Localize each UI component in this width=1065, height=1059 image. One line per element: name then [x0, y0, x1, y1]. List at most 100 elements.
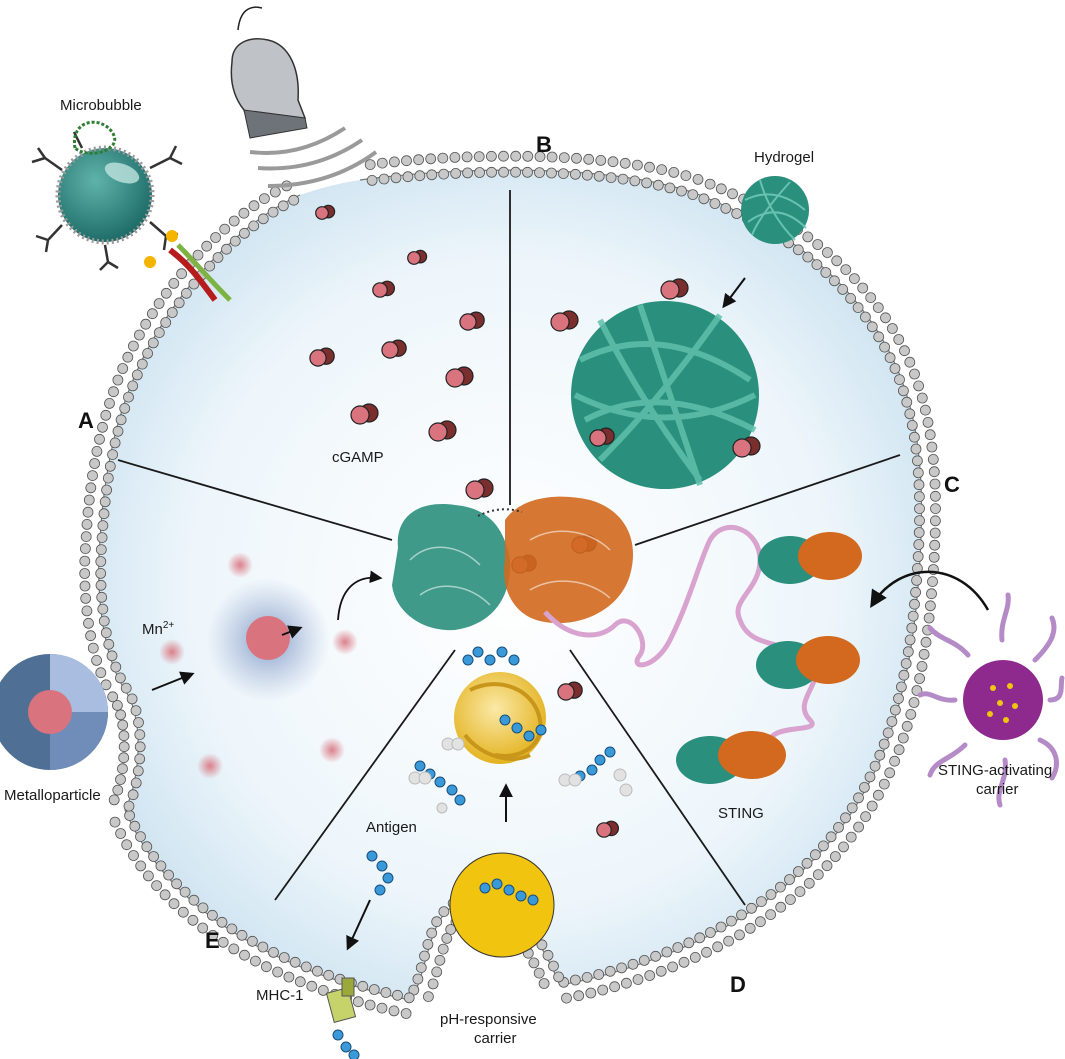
lipid-head-inner [95, 579, 107, 591]
lipid-head-inner [886, 716, 898, 727]
lipid-head-inner [546, 167, 557, 179]
lipid-head-outer [558, 152, 570, 164]
lipid-head-outer [82, 506, 94, 518]
lipid-head-outer [117, 763, 128, 775]
lipid-head-outer [100, 409, 112, 421]
antigen-chain [366, 850, 394, 896]
lipid-head-inner [106, 650, 118, 662]
lipid-head-outer [135, 860, 147, 872]
lipid-head-inner [206, 909, 218, 921]
lipid-head-inner [450, 167, 462, 179]
lipid-head-outer [668, 166, 680, 178]
lipid-head-outer [734, 929, 745, 941]
lipid-head-outer [655, 965, 667, 977]
lipid-head-inner [323, 969, 335, 981]
lipid-head-inner [142, 347, 154, 359]
lipid-head-outer [425, 153, 437, 165]
lipid-head-outer [913, 380, 924, 392]
lipid-head-outer [112, 374, 124, 386]
lipid-head-inner [825, 831, 837, 843]
lipid-head-outer [644, 970, 656, 981]
lipid-head-inner [709, 198, 721, 209]
lipid-head-outer [94, 433, 105, 445]
lipid-head-inner [229, 235, 241, 247]
lipid-head-inner [136, 358, 148, 370]
lipid-head-outer [860, 811, 871, 822]
lipid-head-inner [160, 317, 172, 328]
lipid-head-inner [829, 275, 840, 287]
cgamp-dimer [660, 278, 689, 300]
lipid-head-outer [926, 588, 937, 600]
lipid-head-inner [896, 681, 907, 693]
sting-label: STING [718, 805, 764, 822]
lipid-head-outer [107, 691, 119, 703]
sting-dimer-center [392, 496, 634, 631]
antigen-chain [332, 1029, 360, 1059]
lipid-head-inner [878, 738, 890, 750]
sting-carrier-label-2: carrier [976, 781, 1019, 798]
lipid-head-inner [906, 622, 918, 634]
lipid-head-inner [801, 857, 813, 869]
lipid-head-inner [676, 185, 687, 197]
lipid-head-outer [187, 914, 199, 926]
antigen-chain [462, 646, 520, 666]
lipid-head-inner [904, 408, 916, 420]
lipid-head-inner [134, 729, 146, 740]
lipid-head-outer [388, 1005, 400, 1017]
mn-ions [159, 552, 358, 779]
lipid-head-inner [907, 610, 919, 622]
lipid-head-outer [927, 576, 938, 587]
lipid-head-outer [914, 673, 925, 684]
lipid-head-outer [431, 966, 443, 978]
lipid-head-inner [102, 472, 114, 484]
lipid-head-outer [723, 935, 734, 947]
lipid-head-outer [908, 697, 920, 708]
lipid-head-inner [124, 810, 136, 821]
lipid-head-outer [79, 555, 91, 567]
sting-dimer-right-1 [758, 532, 862, 584]
lipid-head-outer [853, 821, 864, 833]
lipid-head-inner [97, 603, 109, 615]
hydrogel-sphere-icon [741, 176, 809, 244]
lipid-head-inner [641, 177, 652, 189]
lipid-head-inner [197, 902, 209, 914]
lipid-head-inner [96, 591, 108, 603]
lipid-head-inner [604, 965, 616, 977]
lipid-head-inner [212, 252, 224, 263]
lipid-head-inner [859, 782, 870, 793]
lipid-head-outer [258, 193, 270, 205]
lipid-head-inner [119, 402, 131, 414]
lipid-head-outer [583, 153, 595, 165]
lipid-head-outer [715, 183, 727, 195]
lipid-head-outer [117, 719, 129, 731]
lipid-head-inner [893, 693, 904, 704]
lipid-head-outer [81, 519, 93, 530]
lipid-head-inner [246, 935, 258, 947]
lipid-head-inner [155, 860, 167, 872]
lipid-head-outer [485, 150, 497, 162]
lipid-head-inner [438, 906, 450, 917]
lipid-head-outer [923, 612, 935, 624]
lipid-head-inner [123, 391, 134, 403]
sting-dimer-right-3 [676, 731, 786, 784]
lipid-head-outer [112, 700, 123, 711]
lipid-head-inner [216, 916, 228, 928]
lipid-head-outer [228, 215, 240, 227]
divider-c [634, 454, 901, 546]
sector-dividers [117, 190, 901, 906]
lipid-head-inner [188, 894, 200, 906]
lipid-head-outer [115, 774, 126, 785]
cgamp-dimer [550, 310, 579, 332]
lipid-head-outer [922, 416, 934, 428]
lipid-head-inner [112, 425, 124, 437]
lipid-head-inner [913, 479, 925, 491]
lipid-head-inner [910, 586, 921, 598]
lipid-head-inner [746, 902, 757, 914]
lipid-head-outer [573, 990, 585, 1002]
lipid-head-inner [616, 962, 627, 974]
lipid-head-outer [899, 345, 910, 357]
lipid-head-outer [632, 159, 643, 171]
lipid-head-inner [135, 831, 146, 842]
lipid-head-outer [248, 200, 260, 212]
lipid-head-outer [228, 943, 240, 955]
